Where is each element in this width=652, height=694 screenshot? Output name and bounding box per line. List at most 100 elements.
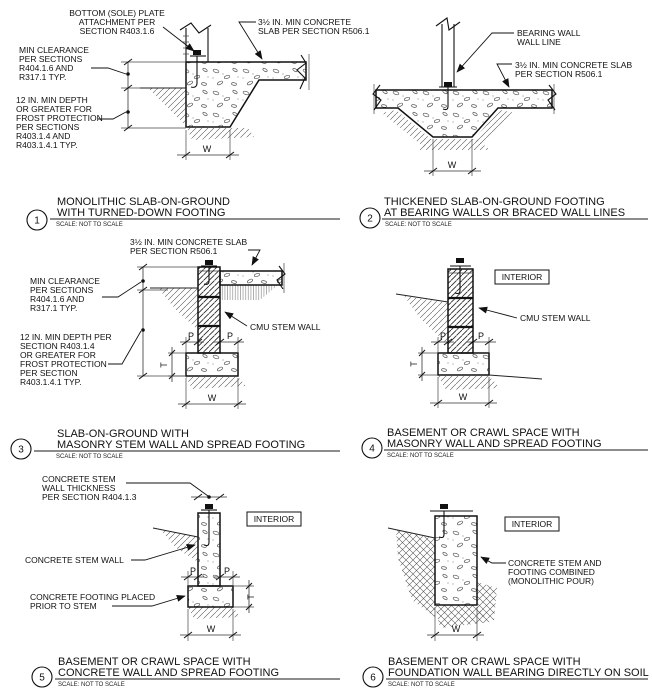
detail-3-drawing: 3½ IN. MIN CONCRETE SLAB PER SECTION R50… <box>20 237 321 409</box>
anchor-bolt-hook <box>438 533 445 539</box>
dim-tick <box>418 349 426 357</box>
detail-number-bubble <box>361 437 383 459</box>
label-wall-thickness: WALL THICKNESS <box>42 483 116 493</box>
dim-tick <box>138 286 148 294</box>
soil-hatch <box>435 605 490 628</box>
anchor-bolt-head <box>205 504 213 509</box>
interior-tag-box <box>246 511 302 527</box>
detail-number: 3 <box>18 445 24 456</box>
soil-hatch <box>477 582 497 620</box>
detail-number: 5 <box>39 673 45 684</box>
label-min-clearance: R317.1 TYP. <box>30 303 77 313</box>
dim-p: P <box>478 331 484 341</box>
scale-note: SCALE: NOT TO SCALE <box>387 453 454 459</box>
detail-number: 6 <box>370 673 376 684</box>
dim-w: W <box>459 392 468 402</box>
scale-note: SCALE: NOT TO SCALE <box>58 682 125 688</box>
dim-w: W <box>452 624 461 634</box>
dim-tick <box>228 573 238 581</box>
dim-p: P <box>224 566 230 576</box>
soil-hatch <box>160 529 198 562</box>
soil-hatch <box>396 530 435 617</box>
label-min-clearance: R317.1 TYP. <box>19 72 66 82</box>
detail-number: 2 <box>367 214 373 225</box>
dim-tick <box>183 573 193 581</box>
dim-tick <box>428 167 438 175</box>
interior-tag-box <box>504 516 560 532</box>
label-min-clearance: R404.1.6 AND <box>19 63 73 73</box>
label-combined: CONCRETE STEM AND <box>508 558 602 568</box>
dim-t: T <box>409 361 419 367</box>
detail-1-titleblock: 1 MONOLITHIC SLAB-ON-GROUND WITH TURNED-… <box>26 196 340 231</box>
label-interior: INTERIOR <box>254 514 295 524</box>
dim-tick <box>215 573 225 581</box>
label-slab: 3½ IN. MIN CONCRETE <box>258 17 351 27</box>
label-frost-depth: 12 IN. MIN DEPTH <box>16 95 88 105</box>
leader-line <box>162 26 195 52</box>
scale-note: SCALE: NOT TO SCALE <box>56 454 123 460</box>
leader-dot <box>141 328 145 332</box>
anchor-bolt-head <box>440 504 448 509</box>
scale-note: SCALE: NOT TO SCALE <box>56 222 123 228</box>
label-frost-depth: PER SECTIONS <box>16 122 80 132</box>
detail-title: BASEMENT OR CRAWL SPACE WITH <box>388 656 581 668</box>
detail-2-titleblock: 2 THICKENED SLAB-ON-GROUND FOOTING AT BE… <box>359 196 648 229</box>
dim-tick <box>123 84 133 92</box>
scale-note: SCALE: NOT TO SCALE <box>388 682 455 688</box>
label-combined: FOOTING COMBINED <box>508 567 595 577</box>
break-symbol <box>372 84 382 111</box>
label-bearing-wall: WALL LINE <box>517 37 561 47</box>
detail-1-drawing: BOTTOM (SOLE) PLATE ATTACHMENT PER SECTI… <box>16 8 370 160</box>
label-frost-depth: R403.1.4 AND <box>16 131 70 141</box>
leader-line <box>478 306 518 319</box>
soil-hatch <box>148 88 186 126</box>
leader-dot <box>207 495 211 499</box>
monolithic-slab-footing <box>185 61 307 128</box>
dim-tick <box>418 371 426 379</box>
detail-number: 1 <box>34 216 40 227</box>
dim-tick <box>443 338 453 346</box>
dim-tick <box>193 493 203 501</box>
dim-tick <box>433 338 443 346</box>
detail-title: THICKENED SLAB-ON-GROUND FOOTING <box>384 196 605 208</box>
detail-4-drawing: INTERIOR CMU STEM WALL P P T W <box>395 258 591 408</box>
dim-tick <box>181 151 191 159</box>
dim-tick <box>123 58 133 66</box>
dim-w: W <box>203 144 212 154</box>
soil-hatch <box>474 110 516 147</box>
label-wall-thickness: CONCRETE STEM <box>42 474 116 484</box>
leader-line <box>238 21 263 60</box>
anchor-bolt-hook <box>190 82 198 88</box>
label-frost-depth: PER SECTION <box>20 368 78 378</box>
thickened-slab-footing <box>375 89 553 138</box>
dim-w: W <box>448 160 457 170</box>
detail-3-titleblock: 3 SLAB-ON-GROUND WITH MASONRY STEM WALL … <box>10 428 340 460</box>
break-symbol <box>296 54 307 90</box>
grade-line <box>152 527 199 538</box>
dim-tick <box>430 631 440 639</box>
soil-hatch <box>438 376 500 390</box>
detail-number: 4 <box>369 444 375 455</box>
label-slab: 3½ IN. MIN CONCRETE SLAB <box>130 237 247 247</box>
dim-tick <box>225 151 235 159</box>
label-wall-thickness: PER SECTION R404.1.3 <box>42 492 137 502</box>
label-bottom-plate: ATTACHMENT PER <box>79 17 156 27</box>
soil-hatch <box>188 607 240 619</box>
dim-tick <box>233 400 243 408</box>
dim-tick <box>183 631 193 639</box>
label-min-clearance: MIN CLEARANCE <box>19 45 89 55</box>
dim-tick <box>168 349 176 357</box>
detail-number-bubble <box>359 207 381 229</box>
detail-title: AT BEARING WALLS OR BRACED WALL LINES <box>384 207 625 219</box>
detail-title: CONCRETE WALL AND SPREAD FOOTING <box>58 667 279 679</box>
dim-tick <box>245 603 253 611</box>
detail-title: WITH TURNED-DOWN FOOTING <box>57 207 225 219</box>
label-bottom-plate: SECTION R403.1.6 <box>80 26 155 36</box>
soil-hatch <box>187 128 254 140</box>
anchor-bolt-hook <box>442 105 449 111</box>
detail-6-titleblock: 6 BASEMENT OR CRAWL SPACE WITH FOUNDATIO… <box>362 656 649 688</box>
dim-tick <box>472 631 482 639</box>
soil-hatch <box>158 288 198 330</box>
grade-line <box>387 527 436 539</box>
